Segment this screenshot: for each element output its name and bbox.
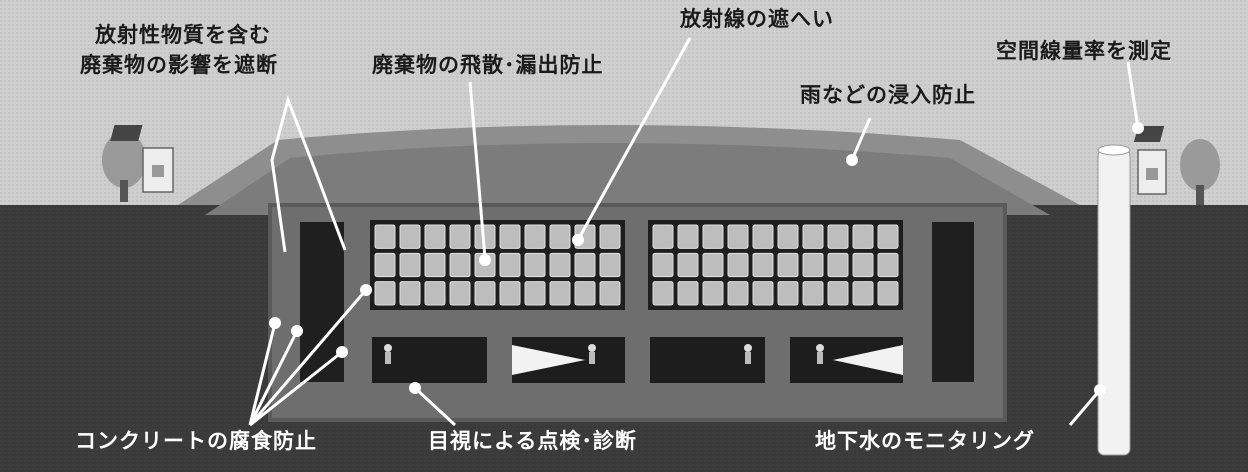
leader-dots — [269, 122, 1144, 396]
waste-container — [424, 224, 446, 249]
waste-container — [652, 281, 674, 306]
waste-container — [752, 252, 774, 278]
waste-container — [877, 252, 899, 278]
waste-container — [449, 224, 471, 249]
waste-container — [652, 224, 674, 249]
label-radiation-shielding: 放射線の遮へい — [680, 7, 834, 31]
label-shield-effect-line2: 廃棄物の影響を遮断 — [80, 53, 278, 77]
waste-container — [599, 224, 621, 249]
inspector-3 — [744, 344, 752, 364]
monitoring-post-left-icon — [110, 125, 174, 193]
waste-container — [652, 252, 674, 278]
waste-container — [474, 281, 496, 306]
leader-scatter — [468, 81, 487, 259]
inspector-2 — [588, 344, 596, 364]
leader-lines — [248, 37, 1140, 427]
tree-right-icon — [1180, 139, 1220, 205]
leader-air-dose — [1126, 61, 1140, 129]
label-concrete-corrosion: コンクリートの腐食防止 — [75, 429, 317, 453]
waste-container — [727, 281, 749, 306]
waste-container — [827, 224, 849, 249]
cover-soil-inner — [205, 143, 1050, 215]
waste-container — [374, 224, 396, 249]
waste-container — [752, 224, 774, 249]
corridor-1 — [372, 337, 487, 383]
waste-container — [599, 281, 621, 306]
waste-container — [677, 252, 699, 278]
waste-container — [852, 224, 874, 249]
waste-container — [702, 224, 724, 249]
flashlight-beam-2 — [833, 345, 903, 375]
waste-container — [449, 252, 471, 278]
leader-rain — [850, 117, 872, 161]
waste-container — [399, 224, 421, 249]
inspector-4 — [816, 344, 824, 364]
waste-container — [399, 252, 421, 278]
waste-container — [802, 252, 824, 278]
waste-container — [827, 281, 849, 306]
waste-container — [574, 252, 596, 278]
leader-inspection — [413, 386, 457, 427]
waste-container — [374, 281, 396, 306]
waste-container — [827, 252, 849, 278]
leader-corrosion-a — [248, 322, 277, 426]
waste-container — [524, 224, 546, 249]
monitoring-post-right-icon — [1133, 126, 1167, 195]
label-scatter-leak-prevention: 廃棄物の飛散･漏出防止 — [372, 53, 604, 77]
waste-container — [449, 281, 471, 306]
waste-container — [574, 281, 596, 306]
waste-container — [399, 281, 421, 306]
waste-container — [499, 224, 521, 249]
waste-container — [549, 224, 571, 249]
label-rain-infiltration: 雨などの浸入防止 — [800, 83, 976, 107]
label-air-dose-rate: 空間線量率を測定 — [996, 39, 1172, 63]
waste-container — [777, 224, 799, 249]
waste-container — [677, 224, 699, 249]
waste-container — [877, 224, 899, 249]
waste-container — [752, 281, 774, 306]
waste-container — [702, 252, 724, 278]
leader-corrosion-c — [249, 350, 343, 427]
monitoring-well — [1097, 149, 1131, 456]
label-groundwater-monitoring: 地下水のモニタリング — [815, 429, 1035, 453]
waste-container — [727, 224, 749, 249]
leader-corrosion-d — [248, 289, 368, 426]
concrete-outer-wall — [268, 203, 1007, 422]
waste-container — [424, 252, 446, 278]
waste-container — [549, 281, 571, 306]
waste-container — [852, 281, 874, 306]
waste-container — [802, 224, 824, 249]
waste-container — [852, 252, 874, 278]
leader-shield-effect — [270, 95, 347, 253]
waste-container — [677, 281, 699, 306]
waste-container — [777, 281, 799, 306]
leader-corrosion-b — [248, 330, 299, 426]
flashlight-beam-1 — [512, 345, 585, 375]
inspector-1 — [384, 344, 392, 364]
right-shaft — [932, 222, 974, 382]
waste-grid-left — [370, 220, 625, 310]
waste-container — [777, 252, 799, 278]
leader-groundwater — [1068, 389, 1102, 426]
leader-radiation — [576, 37, 692, 241]
waste-container — [499, 281, 521, 306]
waste-container — [802, 281, 824, 306]
tree-left-icon — [102, 132, 146, 202]
waste-container — [524, 252, 546, 278]
waste-container — [524, 281, 546, 306]
waste-container — [877, 281, 899, 306]
waste-container — [549, 252, 571, 278]
waste-container — [374, 252, 396, 278]
waste-grid-right — [648, 220, 903, 310]
waste-container — [599, 252, 621, 278]
waste-container — [424, 281, 446, 306]
waste-container — [727, 252, 749, 278]
label-visual-inspection: 目視による点検･診断 — [428, 429, 637, 453]
waste-container — [702, 281, 724, 306]
waste-container — [499, 252, 521, 278]
monitoring-well-top — [1097, 144, 1131, 156]
label-shield-effect-line1: 放射性物質を含む — [95, 23, 271, 47]
